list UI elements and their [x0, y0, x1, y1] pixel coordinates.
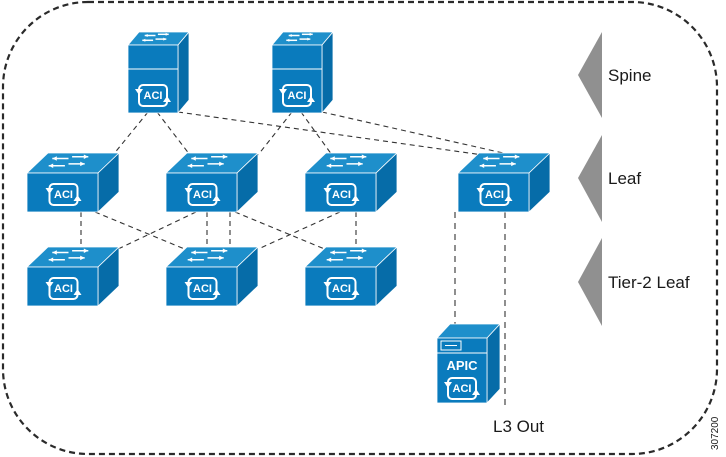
triangle-marker-icon [578, 238, 602, 326]
arrowhead-icon [80, 255, 85, 261]
triangle-marker-icon [578, 135, 602, 222]
device-front-face [271, 44, 323, 114]
aci-badge-icon: ACI [279, 84, 315, 107]
link-spine1-leaf4 [177, 111, 484, 156]
arrowhead-icon [479, 163, 485, 168]
arrowhead-icon [358, 255, 363, 261]
arrowhead-icon [187, 163, 193, 168]
aci-badge-text: ACI [54, 189, 73, 201]
arrowhead-icon [483, 156, 488, 161]
tier-label-leaf: Leaf [608, 169, 641, 188]
device-front-face [127, 44, 179, 114]
l3out-label: L3 Out [493, 417, 544, 436]
aci-badge-icon: ACI [135, 84, 171, 107]
link-leaf2-t2leaf1 [115, 211, 197, 251]
device-leaf3[interactable]: ACI [304, 152, 398, 213]
device-front-face [436, 337, 488, 404]
aci-badge-icon: ACI [444, 377, 480, 400]
link-leaf2-t2leaf3 [234, 211, 328, 251]
device-side-face [321, 30, 334, 115]
aci-badge-text: ACI [54, 283, 73, 295]
device-side-face [177, 30, 190, 115]
aci-badge-icon: ACI [323, 183, 360, 206]
drive-bay-icon [440, 340, 462, 351]
link-leaf1-t2leaf2 [94, 211, 188, 251]
arrowhead-icon [222, 154, 228, 159]
device-apic[interactable]: APIC ACI [436, 322, 501, 405]
arrowhead-icon [326, 163, 332, 168]
device-spine1[interactable]: ACI [127, 30, 190, 115]
aci-badge-text: ACI [193, 283, 212, 295]
link-spine2-leaf4 [321, 111, 513, 156]
arrowhead-icon [48, 257, 54, 262]
device-t2leaf3[interactable]: ACI [304, 246, 398, 307]
device-leaf1[interactable]: ACI [26, 152, 120, 213]
arrowhead-icon [165, 32, 169, 36]
link-spine1-leaf2 [156, 111, 191, 156]
figure-id: 307200 [710, 416, 721, 450]
link-spine2-leaf2 [257, 111, 293, 156]
device-leaf4[interactable]: ACI [457, 152, 551, 213]
arrowhead-icon [511, 161, 516, 167]
tier-marker-tier2: Tier-2 Leaf [578, 238, 690, 326]
arrowhead-icon [163, 37, 167, 41]
aci-badge-text: ACI [453, 383, 472, 395]
aci-badge-icon: ACI [184, 183, 221, 206]
device-spine2[interactable]: ACI [271, 30, 334, 115]
tier-label-tier2-leaf: Tier-2 Leaf [608, 273, 690, 292]
aci-badge-text: ACI [332, 283, 351, 295]
arrowhead-icon [361, 248, 367, 253]
aci-badge-icon: ACI [45, 183, 82, 206]
arrowhead-icon [330, 156, 335, 161]
aci-badge-text: ACI [485, 189, 504, 201]
arrowhead-icon [330, 250, 335, 255]
arrowhead-icon [222, 248, 228, 253]
arrowhead-icon [288, 34, 292, 37]
arrowhead-icon [514, 154, 520, 159]
aci-badge-icon: ACI [323, 277, 360, 300]
arrowhead-icon [191, 156, 196, 161]
link-spine1-leaf1 [112, 111, 149, 156]
arrowhead-icon [83, 248, 89, 253]
link-spine2-leaf3 [300, 111, 333, 156]
device-front-face [26, 172, 99, 213]
aci-badge-icon: ACI [45, 277, 82, 300]
tier-marker-spine: Spine [578, 32, 651, 118]
aci-badge-text: ACI [288, 90, 307, 102]
triangle-marker-icon [578, 32, 602, 118]
arrowhead-icon [219, 255, 224, 261]
arrowhead-icon [326, 257, 332, 262]
tier-label-spine: Spine [608, 66, 651, 85]
device-side-face [486, 322, 501, 405]
aci-badge-text: ACI [332, 189, 351, 201]
arrowhead-icon [358, 161, 363, 167]
arrowhead-icon [144, 34, 148, 37]
apic-label: APIC [446, 358, 478, 373]
aci-badge-icon: ACI [476, 183, 513, 206]
aci-badge-text: ACI [193, 189, 212, 201]
arrowhead-icon [83, 154, 89, 159]
device-t2leaf1[interactable]: ACI [26, 246, 120, 307]
tier-marker-leaf: Leaf [578, 135, 641, 222]
arrowhead-icon [309, 32, 313, 36]
arrowhead-icon [286, 38, 290, 42]
arrowhead-icon [361, 154, 367, 159]
aci-badge-text: ACI [144, 90, 163, 102]
arrowhead-icon [191, 250, 196, 255]
device-t2leaf2[interactable]: ACI [165, 246, 259, 307]
arrowhead-icon [187, 257, 193, 262]
device-leaf2[interactable]: ACI [165, 152, 259, 213]
aci-badge-icon: ACI [184, 277, 221, 300]
arrowhead-icon [80, 161, 85, 167]
arrowhead-icon [307, 37, 311, 41]
arrowhead-icon [52, 250, 57, 255]
arrowhead-icon [142, 38, 146, 42]
link-leaf3-t2leaf2 [255, 211, 341, 251]
links [80, 111, 513, 408]
arrowhead-icon [48, 163, 54, 168]
arrowhead-icon [52, 156, 57, 161]
arrowhead-icon [219, 161, 224, 167]
